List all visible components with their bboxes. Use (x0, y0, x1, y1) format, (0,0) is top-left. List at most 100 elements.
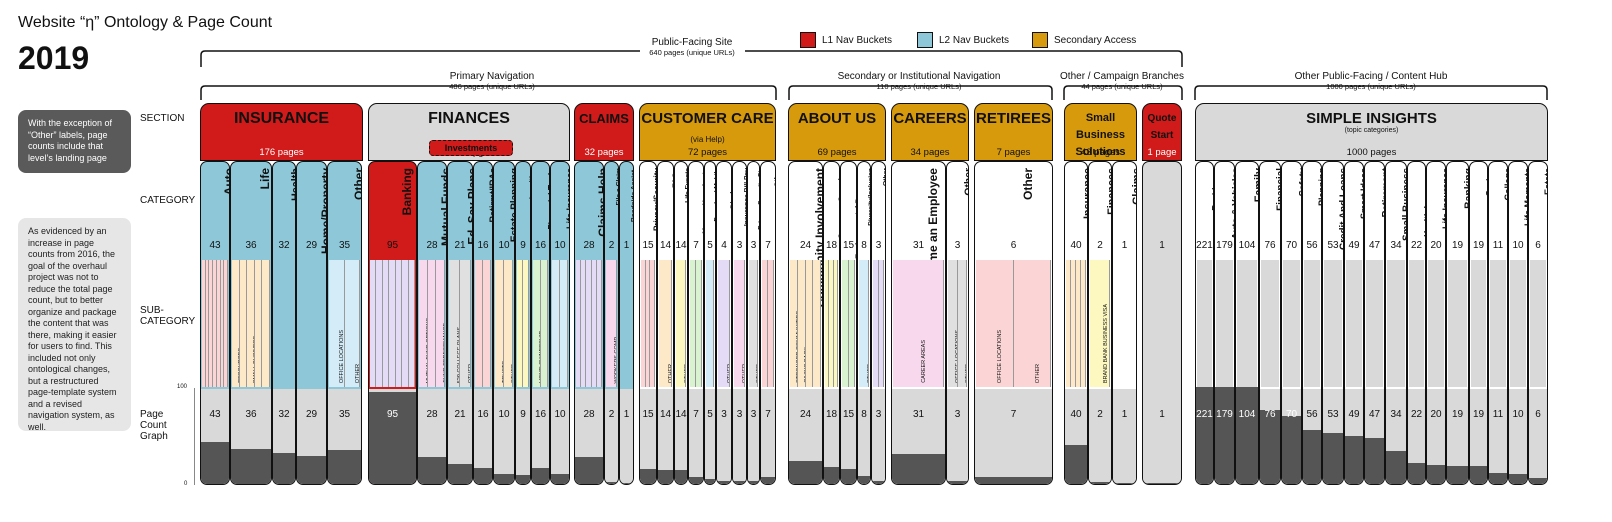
subcategory-item[interactable]: VARIABLE UNIVERSAL LIFE (262, 260, 270, 387)
subcategory-item[interactable]: RESOURCES (370, 260, 377, 387)
subcategory-item[interactable]: BRAND BANK BUSINESS VISA (1090, 260, 1110, 387)
subcategory-item[interactable]: RESOURCES (209, 260, 214, 387)
subcategory-item[interactable]: HISTORY (829, 260, 834, 387)
subcategory-item[interactable]: MUTUAL FUND OPTIONS (419, 260, 428, 387)
subcategory-item[interactable]: OFFICE LOCATIONS (948, 260, 958, 387)
subcategory-item[interactable]: HOME/PROPERTY (586, 260, 592, 387)
investments-callout[interactable]: Investments (429, 140, 513, 156)
category-financial-tools[interactable]: Financial Tools16HOME OWNERSHIPOTHER16 (531, 161, 550, 485)
subcategory-item[interactable]: AUTO (576, 260, 582, 387)
category-privacy-security[interactable]: Privacy/Security15PRIVACYSECURITYOTHER15 (639, 161, 657, 485)
subcategory-item[interactable]: DISCOUNTS (202, 260, 206, 387)
category-banking[interactable]: Banking95RESOURCESCHECKINGONLINE BANKING… (368, 161, 417, 485)
category-retirmt-iras[interactable]: Retirmt/IRAs16BUY RETIREMENT ACCTSIRAS R… (473, 161, 493, 485)
subcategory-item[interactable]: OTHER (1081, 260, 1086, 387)
subcategory-item[interactable]: OTHER (734, 260, 745, 387)
subcategory-item[interactable]: RESOURCES (232, 260, 240, 387)
subcategory-item[interactable]: GREEN POLICIES (842, 260, 849, 387)
subcategory-item[interactable]: OFFICE LOCATIONS (329, 260, 345, 387)
subcategory-item[interactable]: OTHER (1013, 260, 1051, 387)
subcategory-item[interactable]: OFFICE LOCATIONS (762, 260, 768, 387)
subcategory-item[interactable]: OFFICE LOCATIONS (873, 260, 879, 387)
subcategory-item[interactable]: INSURANCE POLICIES (690, 260, 696, 387)
subcategory-item[interactable]: OTHER (676, 260, 686, 387)
category-insurance[interactable]: Insurance40BUSINESS OWNERS POLICIESSMALL… (1064, 161, 1088, 485)
subcategory-item[interactable]: SECURITY (645, 260, 651, 387)
category-company-overview[interactable]: Company Overview18LEADERSHIPHISTORYOTHER… (823, 161, 840, 485)
subcategory-item[interactable] (220, 260, 225, 387)
subcategory-item[interactable]: CD & SAVINGS (402, 260, 409, 387)
subcategory-item[interactable]: CHECKING (376, 260, 383, 387)
subcategory-item[interactable]: 529 COLLEGE PLANS (449, 260, 460, 387)
subcategory-item[interactable]: STRONGER COMMUNITIES (790, 260, 798, 387)
subcategory-item[interactable]: BUSINESS (591, 260, 597, 387)
subcategory-item[interactable]: BUSINESS (239, 260, 248, 387)
subcategory-item[interactable]: OTHER (344, 260, 360, 387)
subcategory-item[interactable]: AUTO INSURANCE CARS (213, 260, 217, 387)
subcategory-item[interactable]: ONLINE BANKING (382, 260, 390, 387)
category-environmental-programs[interactable]: Environmental Programs15GREEN POLICIESOT… (840, 161, 857, 485)
subcategory-item[interactable]: SMALL BUSINESS (1071, 260, 1076, 387)
category-download-mobile[interactable]: Download Mobile5OTHER5 (704, 161, 716, 485)
subcategory-item[interactable]: OTHER (878, 260, 884, 387)
subcategory-item[interactable]: OTHER (859, 260, 869, 387)
subcategory-item[interactable]: COVERAGE (205, 260, 210, 387)
section-finances[interactable]: FINANCES206 pgInvestments (368, 103, 570, 161)
subcategory-item[interactable]: VARIABLE UNIV LIFE (560, 260, 568, 387)
subcategory-item[interactable]: HEALTH LIFE (581, 260, 587, 387)
subcategory-item[interactable]: FUND PERFORMANCE (436, 260, 446, 387)
subcategory-item[interactable]: OTHER (768, 260, 774, 387)
category-community-involvement[interactable]: Community Involvement24STRONGER COMMUNIT… (788, 161, 823, 485)
subcategory-item[interactable]: LOANS & MORTGAGES (395, 260, 403, 387)
subcategory-item[interactable]: LEADERSHIP (825, 260, 830, 387)
subcategory-item[interactable]: PRIVACY (641, 260, 646, 387)
subcategory-item[interactable]: OTHER (408, 260, 415, 387)
category-auto[interactable]: Auto43DISCOUNTSCOVERAGERESOURCESAUTO INS… (200, 161, 230, 485)
subcategory-item[interactable]: OTHER (650, 260, 656, 387)
subcategory-item[interactable]: OTHER (460, 260, 471, 387)
subcategory-item[interactable]: OTHER (659, 260, 672, 387)
subcategory-item[interactable]: OTHER (718, 260, 730, 387)
category-manage-your-accts[interactable]: Manage Your Accts7INSURANCE POLICIESOTHE… (688, 161, 704, 485)
section-simple-insights[interactable]: SIMPLE INSIGHTS(topic categories)1000 pa… (1195, 103, 1548, 161)
subcategory-item[interactable]: OTHER (957, 260, 967, 387)
subcategory-item[interactable]: CAREER AREAS (893, 260, 944, 387)
subcategory-item[interactable]: OTHER (504, 260, 513, 387)
subcategory-item[interactable]: WORKERS COMP (606, 260, 617, 387)
category-annuities[interactable]: Annuities9VARIABLE DEFERRED ANNUOTHER9 (515, 161, 531, 485)
subcategory-item[interactable]: OTHER (540, 260, 548, 387)
subcategory-item[interactable]: IRAS RETIREMENT ACCTS (483, 260, 491, 387)
subcategory-item[interactable]: TRUSTS (495, 260, 504, 387)
category-life[interactable]: Life36RESOURCESBUSINESSSMALL BUSINESSTER… (230, 161, 272, 485)
